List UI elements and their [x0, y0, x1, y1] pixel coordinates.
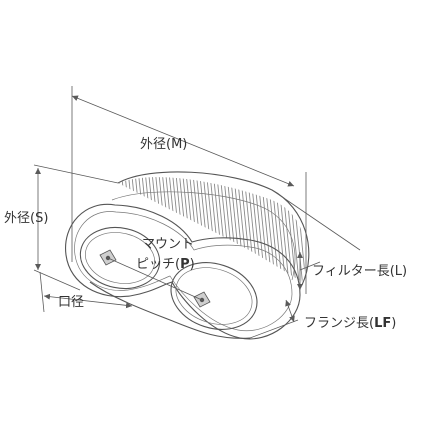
pleat-line [307, 160, 321, 300]
label-flange-length: フランジ長(LF) [304, 316, 396, 331]
pleat-line [276, 177, 292, 282]
pleat-line [252, 177, 268, 282]
dim-s-ext-bottom [33, 269, 81, 291]
pleat-line [191, 177, 207, 282]
dim-s-ext-top [33, 164, 119, 184]
left-port-outer [79, 226, 161, 290]
pleat-line [208, 177, 224, 282]
dim-l-leader [299, 261, 321, 271]
air-filter-body [65, 160, 325, 340]
left-mount-stud [99, 249, 117, 266]
pleat-line [225, 177, 241, 282]
pleat-line [255, 177, 271, 282]
filter-inner-edge [111, 191, 296, 281]
pleat-line [187, 177, 203, 282]
dim-port-ext [39, 271, 45, 313]
right-port-outer [170, 262, 258, 330]
left-port-inner [85, 232, 155, 284]
front-flange-inner [74, 211, 293, 332]
pleat-line [282, 177, 298, 282]
front-flange-outer [65, 203, 301, 340]
pleat-line [228, 177, 244, 282]
labels: 外径(M) 外径(S) マウント ピッチ(P) フィルター長(L) フランジ長(… [4, 137, 407, 331]
pleat-line [248, 177, 264, 282]
dim-lf-ext [249, 319, 299, 339]
dim-lf-line [285, 299, 295, 323]
pleat-line [201, 177, 217, 282]
dim-port-line [43, 293, 133, 309]
label-filter-length: フィルター長(L) [312, 264, 407, 279]
pleat-line [272, 177, 288, 282]
pleat-line [221, 177, 237, 282]
dim-l-ext [271, 189, 361, 251]
dim-m-line [71, 95, 295, 187]
pleat-line [311, 160, 325, 300]
pleat-line [262, 177, 278, 282]
pleat-line [211, 177, 227, 282]
pleat-line [218, 177, 234, 282]
pleat-line [204, 177, 220, 282]
dimension-lines [33, 86, 361, 339]
pleat-line [286, 177, 302, 282]
label-mount-pitch-line1: マウント [142, 237, 194, 252]
pleat-line [259, 177, 275, 282]
pleat-line [194, 177, 210, 282]
pleat-line [265, 177, 281, 282]
dim-p-line [107, 257, 203, 301]
label-outer-diameter-m: 外径(M) [140, 137, 187, 152]
label-port-diameter: 口径 [58, 295, 84, 310]
label-outer-diameter-s: 外径(S) [4, 211, 48, 226]
pleat-line [214, 177, 230, 282]
right-port-inner [175, 267, 253, 325]
pleat-line [197, 177, 213, 282]
label-mount-pitch-line2: ピッチ(P) [136, 257, 195, 272]
right-mount-stud [193, 291, 211, 308]
